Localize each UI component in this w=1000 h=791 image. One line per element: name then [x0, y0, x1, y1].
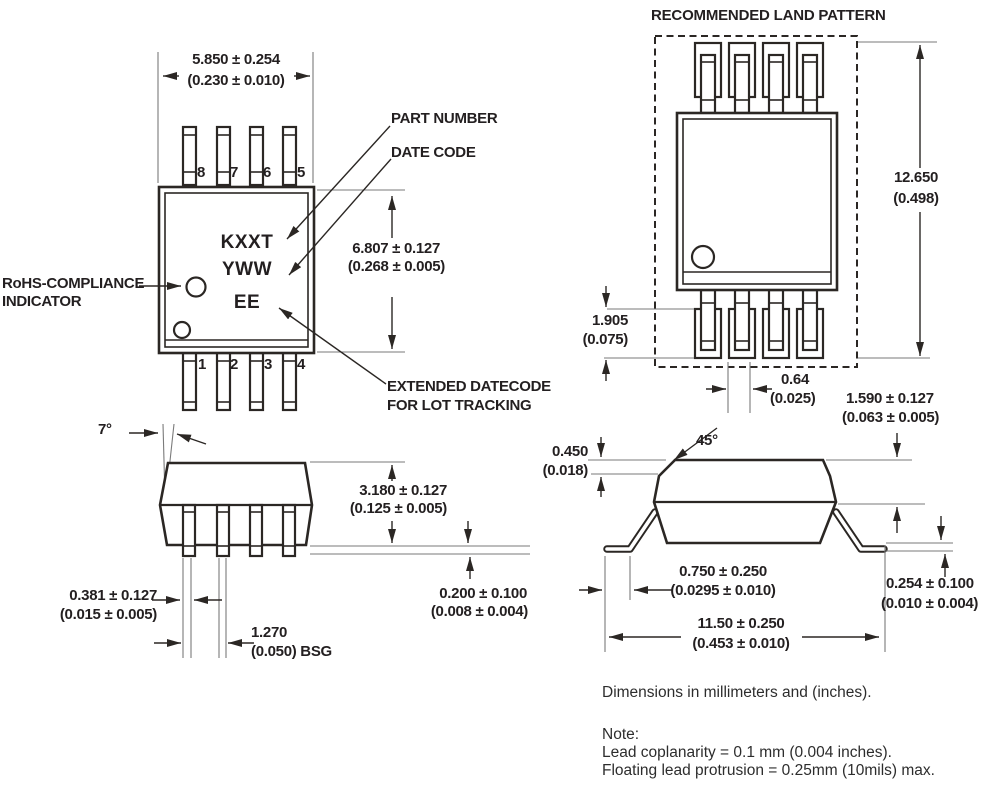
pin-number-2: 2	[230, 356, 239, 373]
rohs-indicator-dot	[185, 276, 207, 298]
end-view-drawing	[579, 427, 953, 652]
dim-body-width-mm: 5.850 ± 0.254	[192, 51, 280, 68]
pin-number-3: 3	[264, 356, 273, 373]
dim-lead-angle: 7°	[98, 421, 112, 438]
land-pattern-pin1-dot	[690, 244, 716, 270]
label-extended-line1: EXTENDED DATECODE	[387, 378, 551, 395]
label-part-number: PART NUMBER	[391, 110, 498, 127]
dim-lead-width-in: (0.015 ± 0.005)	[59, 606, 157, 623]
extended-datecode-leader	[278, 307, 387, 385]
dim-lead-thickness-mm: 0.254 ± 0.100	[886, 575, 974, 592]
dim-lead-width-mm: 0.381 ± 0.127	[69, 587, 157, 604]
note-title: Note:	[602, 726, 640, 743]
marking-extended-datecode: EE	[233, 292, 261, 313]
note-coplanarity: Lead coplanarity = 0.1 mm (0.004 inches)…	[602, 744, 892, 761]
label-rohs-line2: INDICATOR	[2, 293, 82, 310]
dim-standoff-mm: 0.200 ± 0.100	[439, 585, 527, 602]
dim-foot-in: (0.0295 ± 0.010)	[670, 582, 776, 599]
pin1-indicator-dot	[172, 320, 192, 340]
pin-number-1: 1	[198, 356, 207, 373]
pin-number-7: 7	[230, 164, 239, 181]
dim-shoulder-in: (0.063 ± 0.005)	[842, 409, 940, 426]
label-date-code: DATE CODE	[391, 144, 476, 161]
note-protrusion: Floating lead protrusion = 0.25mm (10mil…	[602, 762, 935, 779]
pin-number-4: 4	[297, 356, 306, 373]
land-pattern-drawing	[602, 35, 937, 413]
marking-part-number: KXXT	[220, 232, 274, 253]
side-view-drawing	[129, 423, 530, 658]
dim-pad-width-in: (0.025)	[770, 390, 816, 407]
dim-body-height-mm: 6.807 ± 0.127	[352, 240, 440, 257]
dim-land-overall-in: (0.498)	[893, 190, 939, 207]
dim-standoff-in: (0.008 ± 0.004)	[430, 603, 528, 620]
dim-body-height-side-in: (0.125 ± 0.005)	[349, 500, 447, 517]
dim-pitch-mm: 1.270	[251, 624, 288, 641]
dim-foot-mm: 0.750 ± 0.250	[679, 563, 767, 580]
dim-pad-length-in: (0.075)	[582, 331, 629, 348]
pin-number-8: 8	[197, 164, 206, 181]
label-extended-line2: FOR LOT TRACKING	[387, 397, 532, 414]
dim-chamfer-in: (0.018)	[542, 462, 589, 479]
pin-number-6: 6	[263, 164, 272, 181]
dim-body-width-in: (0.230 ± 0.010)	[187, 72, 285, 89]
dim-body-height-in: (0.268 ± 0.005)	[347, 258, 445, 275]
dim-chamfer-mm: 0.450	[551, 443, 588, 460]
land-pattern-title: RECOMMENDED LAND PATTERN	[651, 7, 886, 24]
date-code-leader	[288, 158, 392, 276]
dim-chamfer-angle: 45°	[696, 432, 718, 449]
marking-date-code: YWW	[221, 259, 273, 280]
note-units: Dimensions in millimeters and (inches).	[602, 684, 872, 701]
dim-body-height-side-mm: 3.180 ± 0.127	[359, 482, 447, 499]
label-rohs-line1: RoHS-COMPLIANCE	[2, 275, 145, 292]
part-number-leader	[286, 125, 391, 240]
dim-pad-length-mm: 1.905	[591, 312, 628, 329]
dim-pad-width-mm: 0.64	[781, 371, 809, 388]
dim-land-overall-mm: 12.650	[893, 169, 939, 186]
pin-number-5: 5	[297, 164, 306, 181]
dim-lead-thickness-in: (0.010 ± 0.004)	[881, 595, 979, 612]
dim-span-mm: 11.50 ± 0.250	[697, 615, 785, 632]
dim-pitch-in: (0.050) BSG	[251, 643, 332, 660]
top-view-drawing	[139, 52, 405, 412]
dim-span-in: (0.453 ± 0.010)	[692, 635, 790, 652]
dim-shoulder-mm: 1.590 ± 0.127	[846, 390, 934, 407]
